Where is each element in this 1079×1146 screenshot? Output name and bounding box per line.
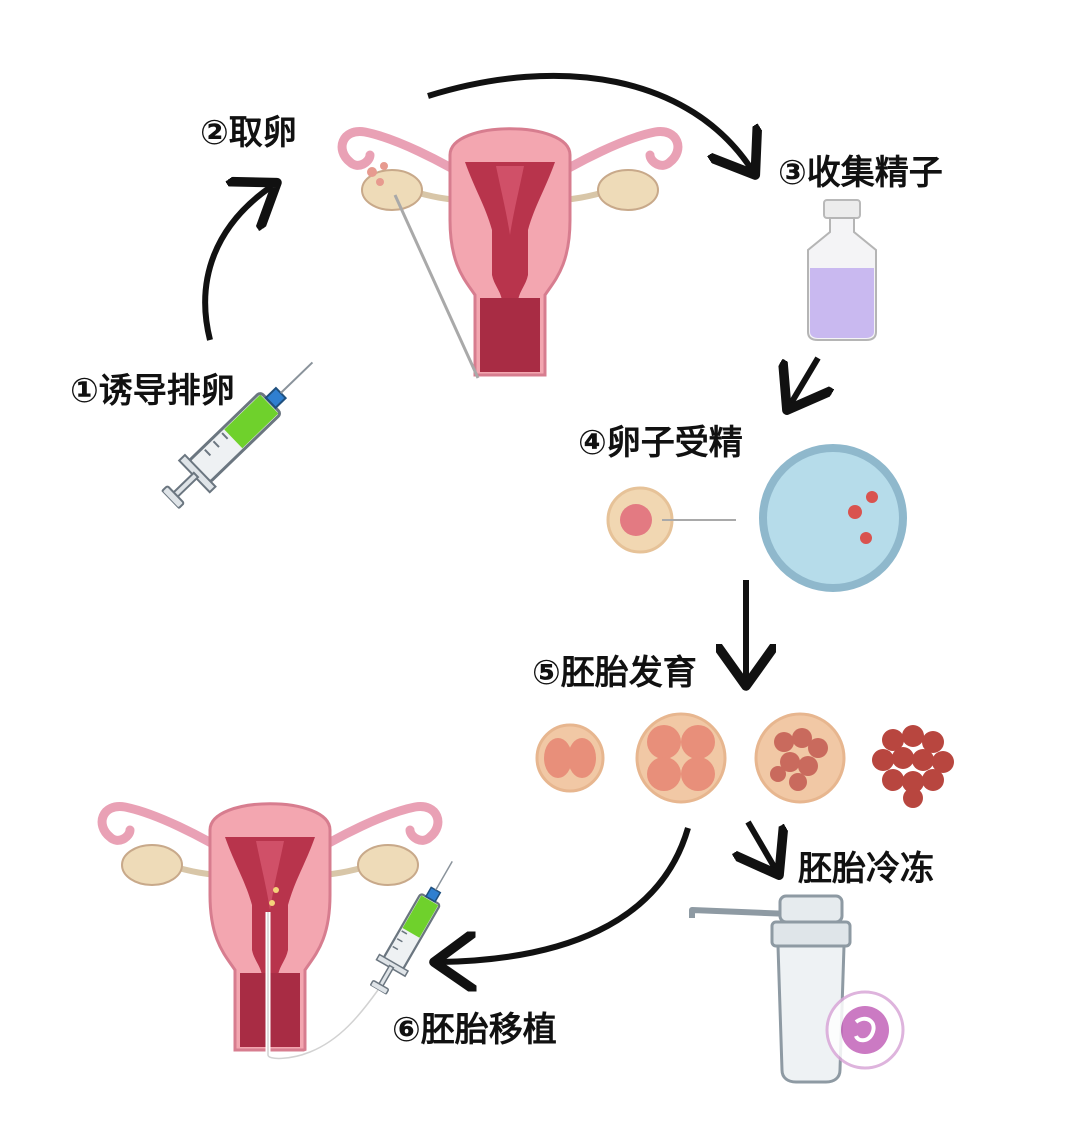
uterus-icon: [342, 129, 678, 378]
egg-cell-icon: [608, 488, 736, 552]
petri-dish-icon: [763, 448, 903, 588]
embryo-stage-icon: [537, 725, 603, 791]
embryo-stage-icon: [637, 714, 725, 802]
watermark-stamp: [827, 992, 903, 1068]
step-5-label: ⑤胚胎发育: [532, 656, 697, 690]
embryo-freezing-label: 胚胎冷冻: [798, 852, 934, 886]
step-2-label: ②取卵: [200, 116, 297, 150]
embryo-stage-icon: [872, 725, 954, 808]
step-3-label: ③收集精子: [778, 156, 943, 190]
step-6-label: ⑥胚胎移植: [392, 1013, 557, 1047]
uterus-icon: [102, 804, 438, 1059]
vial-icon: [808, 200, 876, 340]
step-4-label: ④卵子受精: [578, 426, 743, 460]
embryo-stage-icon: [756, 714, 844, 802]
step-1-label: ①诱导排卵: [70, 374, 235, 408]
cryo-container-icon: [692, 896, 850, 1082]
